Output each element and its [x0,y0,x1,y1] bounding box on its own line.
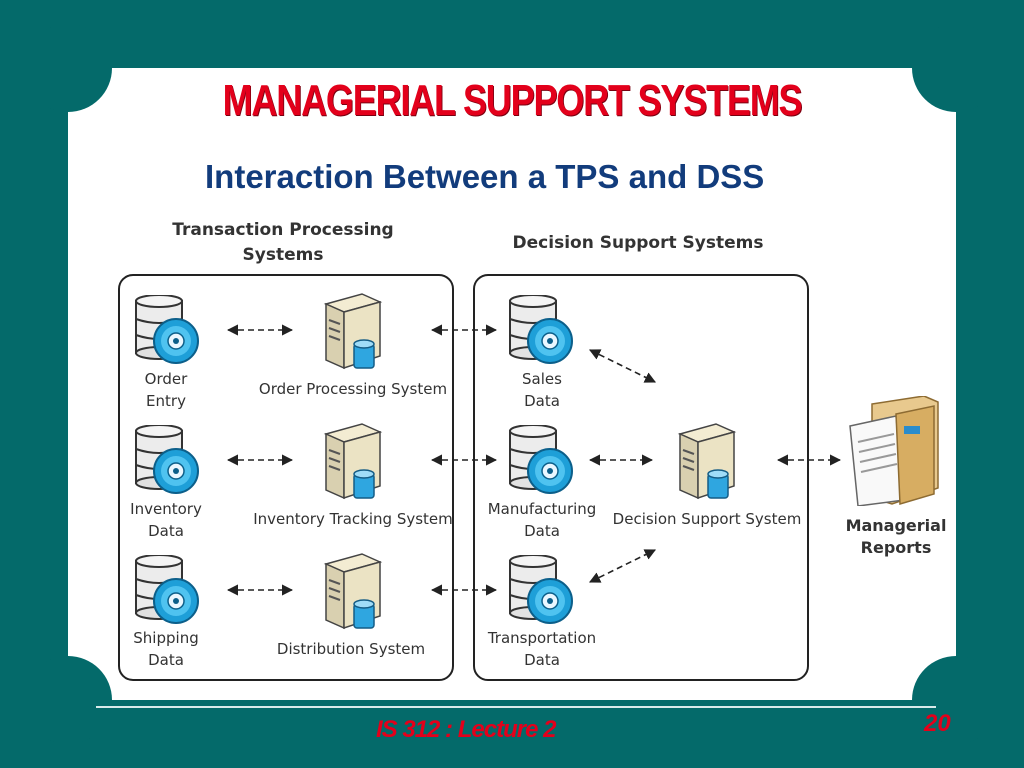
reports-label-line2: Reports [861,538,932,557]
tps-heading-line2: Systems [243,245,324,265]
tps-data-label: Order [145,370,188,388]
dss-group-box [473,274,809,681]
page-number: 20 [924,710,951,737]
footer-text: IS 312 : Lecture 2 [376,716,556,743]
dss-system-label: Decision Support System [613,510,802,528]
database-icon [135,295,199,364]
folder-icon [849,396,939,506]
server-icon [679,423,735,499]
database-icon [509,295,573,364]
card-corner-notch [24,656,112,744]
dss-data-label: Data [524,392,560,410]
flow-arrow [588,349,657,383]
footer-divider [96,706,936,708]
database-icon [509,555,573,624]
tps-system-label: Inventory Tracking System [253,510,453,528]
server-icon [325,293,381,369]
slide-title: MANAGERIAL SUPPORT SYSTEMS [222,76,803,125]
tps-group-box [118,274,454,681]
tps-data-label: Entry [146,392,186,410]
card-corner-notch [912,656,1000,744]
database-icon [135,555,199,624]
dss-data-label: Data [524,522,560,540]
reports-label: Managerial [846,516,947,535]
dss-data-label: Data [524,651,560,669]
tps-heading: Transaction Processing [172,220,393,240]
tps-system-label: Distribution System [277,640,425,658]
tps-data-label: Data [148,522,184,540]
slide-subtitle: Interaction Between a TPS and DSS [205,158,765,195]
dss-data-label: Sales [522,370,562,388]
dss-data-label: Transportation [487,629,596,647]
database-icon [135,425,199,494]
tps-data-label: Inventory [130,500,202,518]
tps-system-label: Order Processing System [259,380,447,398]
tps-data-label: Data [148,651,184,669]
server-icon [325,553,381,629]
tps-data-label: Shipping [133,629,198,647]
database-icon [509,425,573,494]
flow-arrow [588,549,657,583]
card-corner-notch [912,24,1000,112]
server-icon [325,423,381,499]
dss-data-label: Manufacturing [488,500,597,518]
dss-heading: Decision Support Systems [513,233,764,253]
card-corner-notch [24,24,112,112]
